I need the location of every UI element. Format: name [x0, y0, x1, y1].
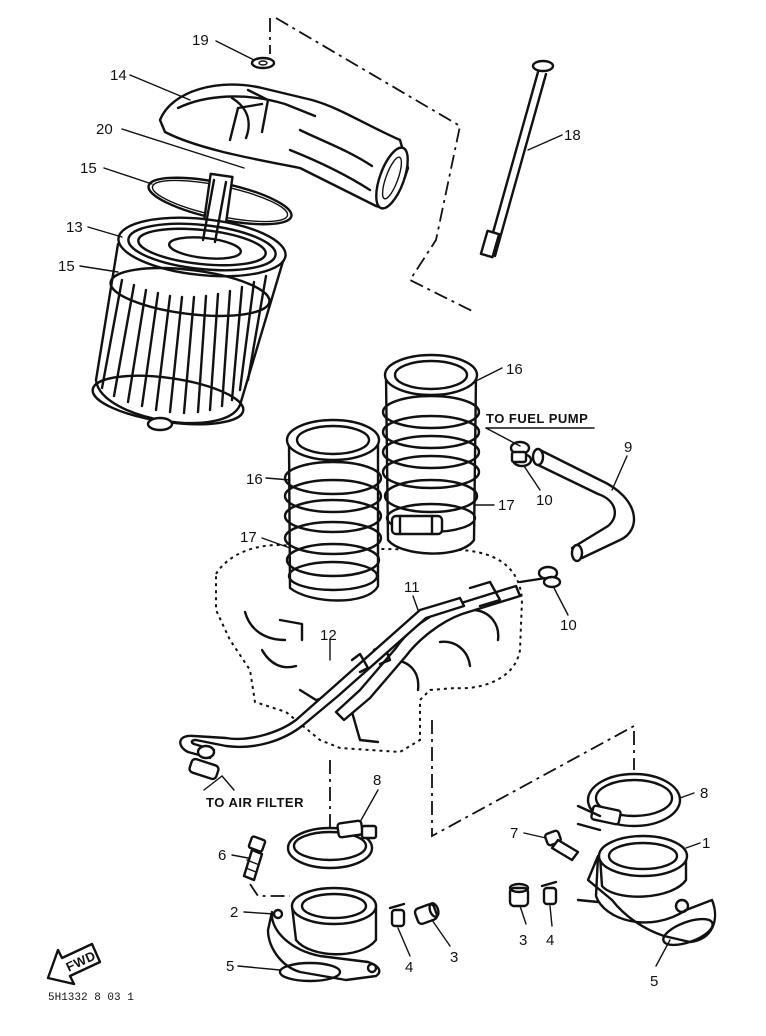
callout-14: 14 [110, 67, 127, 84]
callout-1: 1 [702, 835, 710, 852]
callout-15-upper: 15 [80, 160, 97, 177]
callout-20: 20 [96, 121, 113, 138]
to-fuel-pump-note: TO FUEL PUMP [485, 411, 595, 447]
callout-16-left: 16 [246, 471, 263, 488]
callout-17-right: 17 [498, 497, 515, 514]
hose-clip-10-lower [518, 565, 562, 589]
callout-18: 18 [564, 127, 581, 144]
breather-hose-11 [334, 580, 522, 722]
gasket-5-right [662, 917, 714, 947]
dipstick-rod-18 [479, 59, 555, 259]
callout-5-right: 5 [650, 973, 658, 990]
to-air-filter-label: TO AIR FILTER [206, 795, 304, 810]
callout-2: 2 [230, 904, 238, 921]
o-ring-15-lower [109, 266, 271, 318]
fwd-arrow-icon: FWD [46, 942, 102, 986]
callout-3-left: 3 [450, 949, 458, 966]
to-fuel-pump-label: TO FUEL PUMP [486, 411, 588, 426]
cap-3-right [508, 882, 530, 908]
callout-15-lower: 15 [58, 258, 75, 275]
to-air-filter-note: TO AIR FILTER [203, 775, 304, 810]
callout-10-upper: 10 [536, 492, 553, 509]
callout-6: 6 [218, 847, 226, 864]
intake-boot-16-left [283, 418, 383, 602]
hose-clip-10-upper [509, 440, 533, 468]
callout-numbers: 19 14 20 15 13 15 18 16 16 9 10 17 17 11… [58, 32, 710, 990]
callout-3-right: 3 [519, 932, 527, 949]
filter-pleats [100, 274, 268, 415]
callout-4-right: 4 [546, 932, 554, 949]
callout-5-left: 5 [226, 958, 234, 975]
callout-16-right: 16 [506, 361, 523, 378]
clamp-8-right [576, 772, 682, 832]
clip-4-right [540, 880, 558, 906]
gasket-5-left [278, 961, 342, 983]
air-filter-element-13 [91, 172, 287, 432]
callout-9: 9 [624, 439, 632, 456]
breather-hose-12 [179, 596, 466, 781]
callout-17-left: 17 [240, 529, 257, 546]
callout-8-right: 8 [700, 785, 708, 802]
band-clamp-17-right [390, 514, 444, 536]
air-filter-case-cover-14 [158, 83, 410, 210]
screw-7 [544, 829, 580, 862]
callout-12: 12 [320, 627, 337, 644]
washer-19 [250, 56, 276, 70]
intake-boot-16-right [381, 353, 481, 555]
fuel-hose-9 [531, 447, 636, 563]
assembly-line-top [269, 17, 475, 313]
leader-lines [79, 40, 701, 971]
bolt-6 [242, 835, 290, 897]
carb-joint-1 [576, 834, 717, 944]
cap-3-left [413, 902, 440, 926]
callout-7: 7 [510, 825, 518, 842]
callout-10-lower: 10 [560, 617, 577, 634]
clamp-8-left [286, 819, 378, 870]
callout-19: 19 [192, 32, 209, 49]
callout-8-left: 8 [373, 772, 381, 789]
clip-4-left [388, 902, 406, 928]
callout-4-left: 4 [405, 959, 413, 976]
assembly-line-bottom [329, 720, 635, 838]
callout-13: 13 [66, 219, 83, 236]
callout-11: 11 [404, 579, 420, 596]
reference-code: 5H1332 8 03 1 [48, 992, 134, 1004]
